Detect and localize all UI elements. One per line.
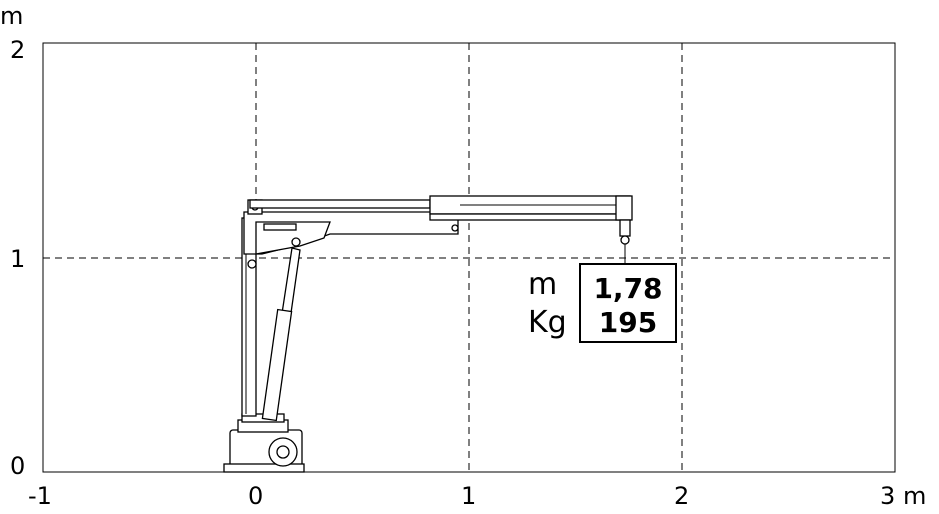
- load-callout-box: [579, 263, 677, 343]
- hook-icon: [620, 235, 630, 245]
- y-tick-1: 1: [10, 245, 25, 273]
- x-tick-3: 3: [880, 482, 895, 510]
- boom-top-rail: [249, 199, 431, 209]
- grid: [43, 43, 895, 472]
- x-tick-1: 1: [461, 482, 476, 510]
- crane-base-plate: [223, 463, 305, 473]
- x-tick-0: 0: [248, 482, 263, 510]
- y-tick-2: 2: [10, 36, 25, 64]
- load-value: 195: [599, 306, 657, 339]
- reach-unit-label: m: [528, 267, 557, 302]
- crane-drawing: [223, 195, 633, 473]
- boom-pivot-icon: [291, 237, 301, 247]
- hook-block: [619, 219, 631, 237]
- reach-value: 1,78: [593, 272, 662, 305]
- load-unit-label: Kg: [528, 305, 567, 340]
- y-tick-0: 0: [10, 452, 25, 480]
- x-axis-unit: m: [903, 482, 926, 510]
- x-tick-2: 2: [674, 482, 689, 510]
- x-tick-neg1: -1: [28, 482, 52, 510]
- y-axis-unit: m: [0, 2, 23, 30]
